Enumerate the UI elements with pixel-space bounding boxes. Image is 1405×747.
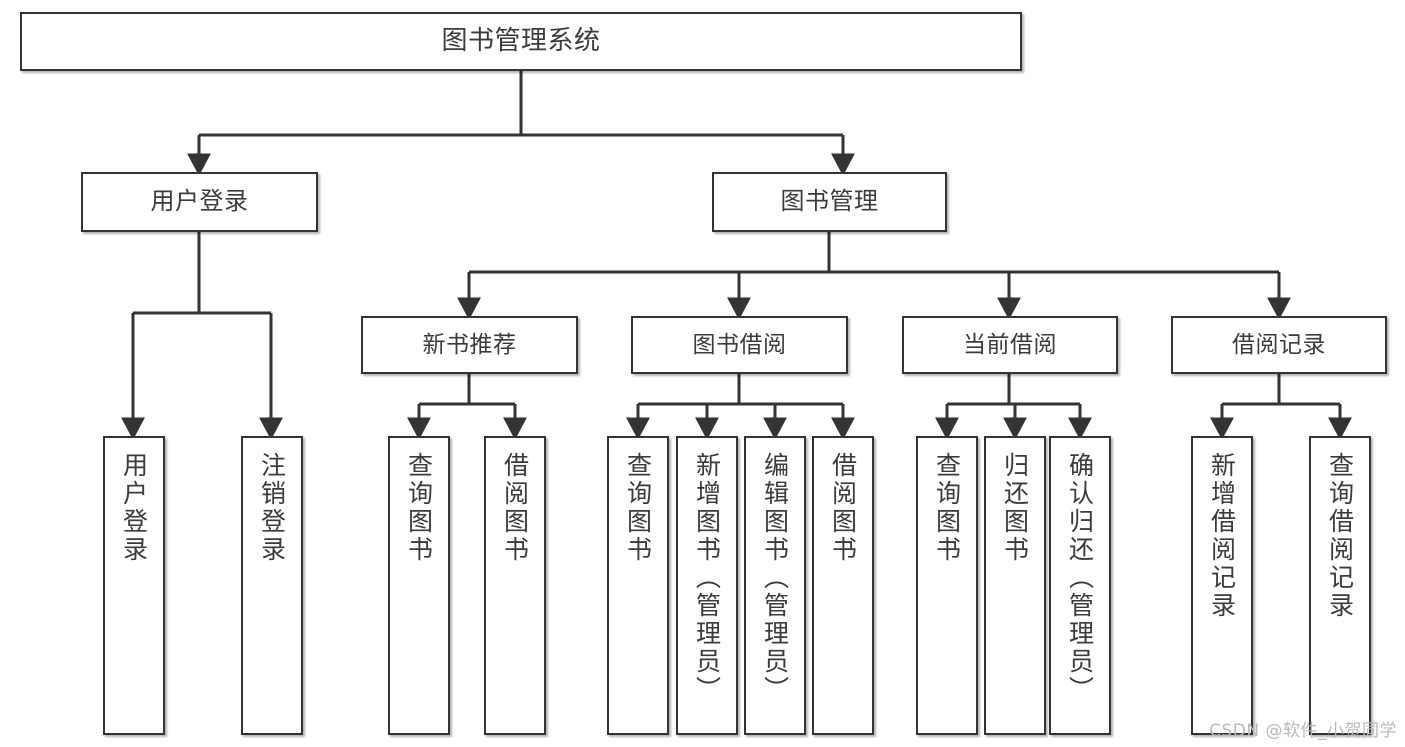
csdn-watermark: CSDN @软件_小贺同学 — [1209, 721, 1397, 741]
node-label: 查询图书 — [404, 452, 434, 564]
node-label: 查询借阅记录 — [1325, 452, 1355, 620]
leaf-query-book-borrow[interactable]: 查询图书 — [607, 436, 669, 735]
node-borrow-record[interactable]: 借阅记录 — [1171, 316, 1387, 374]
node-label: 新增图书（管理员） — [692, 452, 722, 704]
node-label: 图书借阅 — [692, 331, 787, 358]
node-label: 编辑图书（管理员） — [760, 452, 790, 704]
node-label: 借阅图书 — [500, 452, 530, 564]
node-new-book-recommend[interactable]: 新书推荐 — [361, 316, 578, 374]
leaf-borrow-book-recommend[interactable]: 借阅图书 — [484, 436, 546, 735]
leaf-add-book-admin[interactable]: 新增图书（管理员） — [676, 436, 738, 735]
leaf-query-book-recommend[interactable]: 查询图书 — [388, 436, 450, 735]
node-label: 查询图书 — [932, 452, 962, 564]
node-label: 图书管理 — [780, 187, 879, 216]
leaf-return-book[interactable]: 归还图书 — [984, 436, 1046, 735]
node-current-borrow[interactable]: 当前借阅 — [902, 316, 1118, 374]
leaf-logout-login[interactable]: 注销登录 — [241, 436, 303, 735]
node-book-management[interactable]: 图书管理 — [712, 172, 947, 232]
leaf-query-book-current[interactable]: 查询图书 — [916, 436, 978, 735]
node-user-login[interactable]: 用户登录 — [81, 172, 318, 232]
node-label: 用户登录 — [119, 452, 149, 564]
node-label: 图书管理系统 — [441, 26, 601, 57]
node-label: 注销登录 — [257, 452, 287, 564]
node-label: 新书推荐 — [422, 331, 517, 358]
leaf-user-login[interactable]: 用户登录 — [103, 436, 165, 735]
leaf-borrow-book[interactable]: 借阅图书 — [812, 436, 874, 735]
node-label: 借阅图书 — [828, 452, 858, 564]
node-label: 查询图书 — [623, 452, 653, 564]
node-label: 用户登录 — [150, 187, 249, 216]
leaf-query-borrow-record[interactable]: 查询借阅记录 — [1309, 436, 1371, 735]
node-book-borrow[interactable]: 图书借阅 — [631, 316, 848, 374]
node-label: 确认归还（管理员） — [1065, 452, 1095, 704]
leaf-edit-book-admin[interactable]: 编辑图书（管理员） — [744, 436, 806, 735]
node-root-system[interactable]: 图书管理系统 — [20, 12, 1022, 71]
leaf-add-borrow-record[interactable]: 新增借阅记录 — [1191, 436, 1253, 735]
node-label: 借阅记录 — [1232, 331, 1326, 358]
node-label: 新增借阅记录 — [1207, 452, 1237, 620]
leaf-confirm-return-admin[interactable]: 确认归还（管理员） — [1049, 436, 1111, 735]
node-label: 当前借阅 — [963, 331, 1057, 358]
node-label: 归还图书 — [1000, 452, 1030, 564]
